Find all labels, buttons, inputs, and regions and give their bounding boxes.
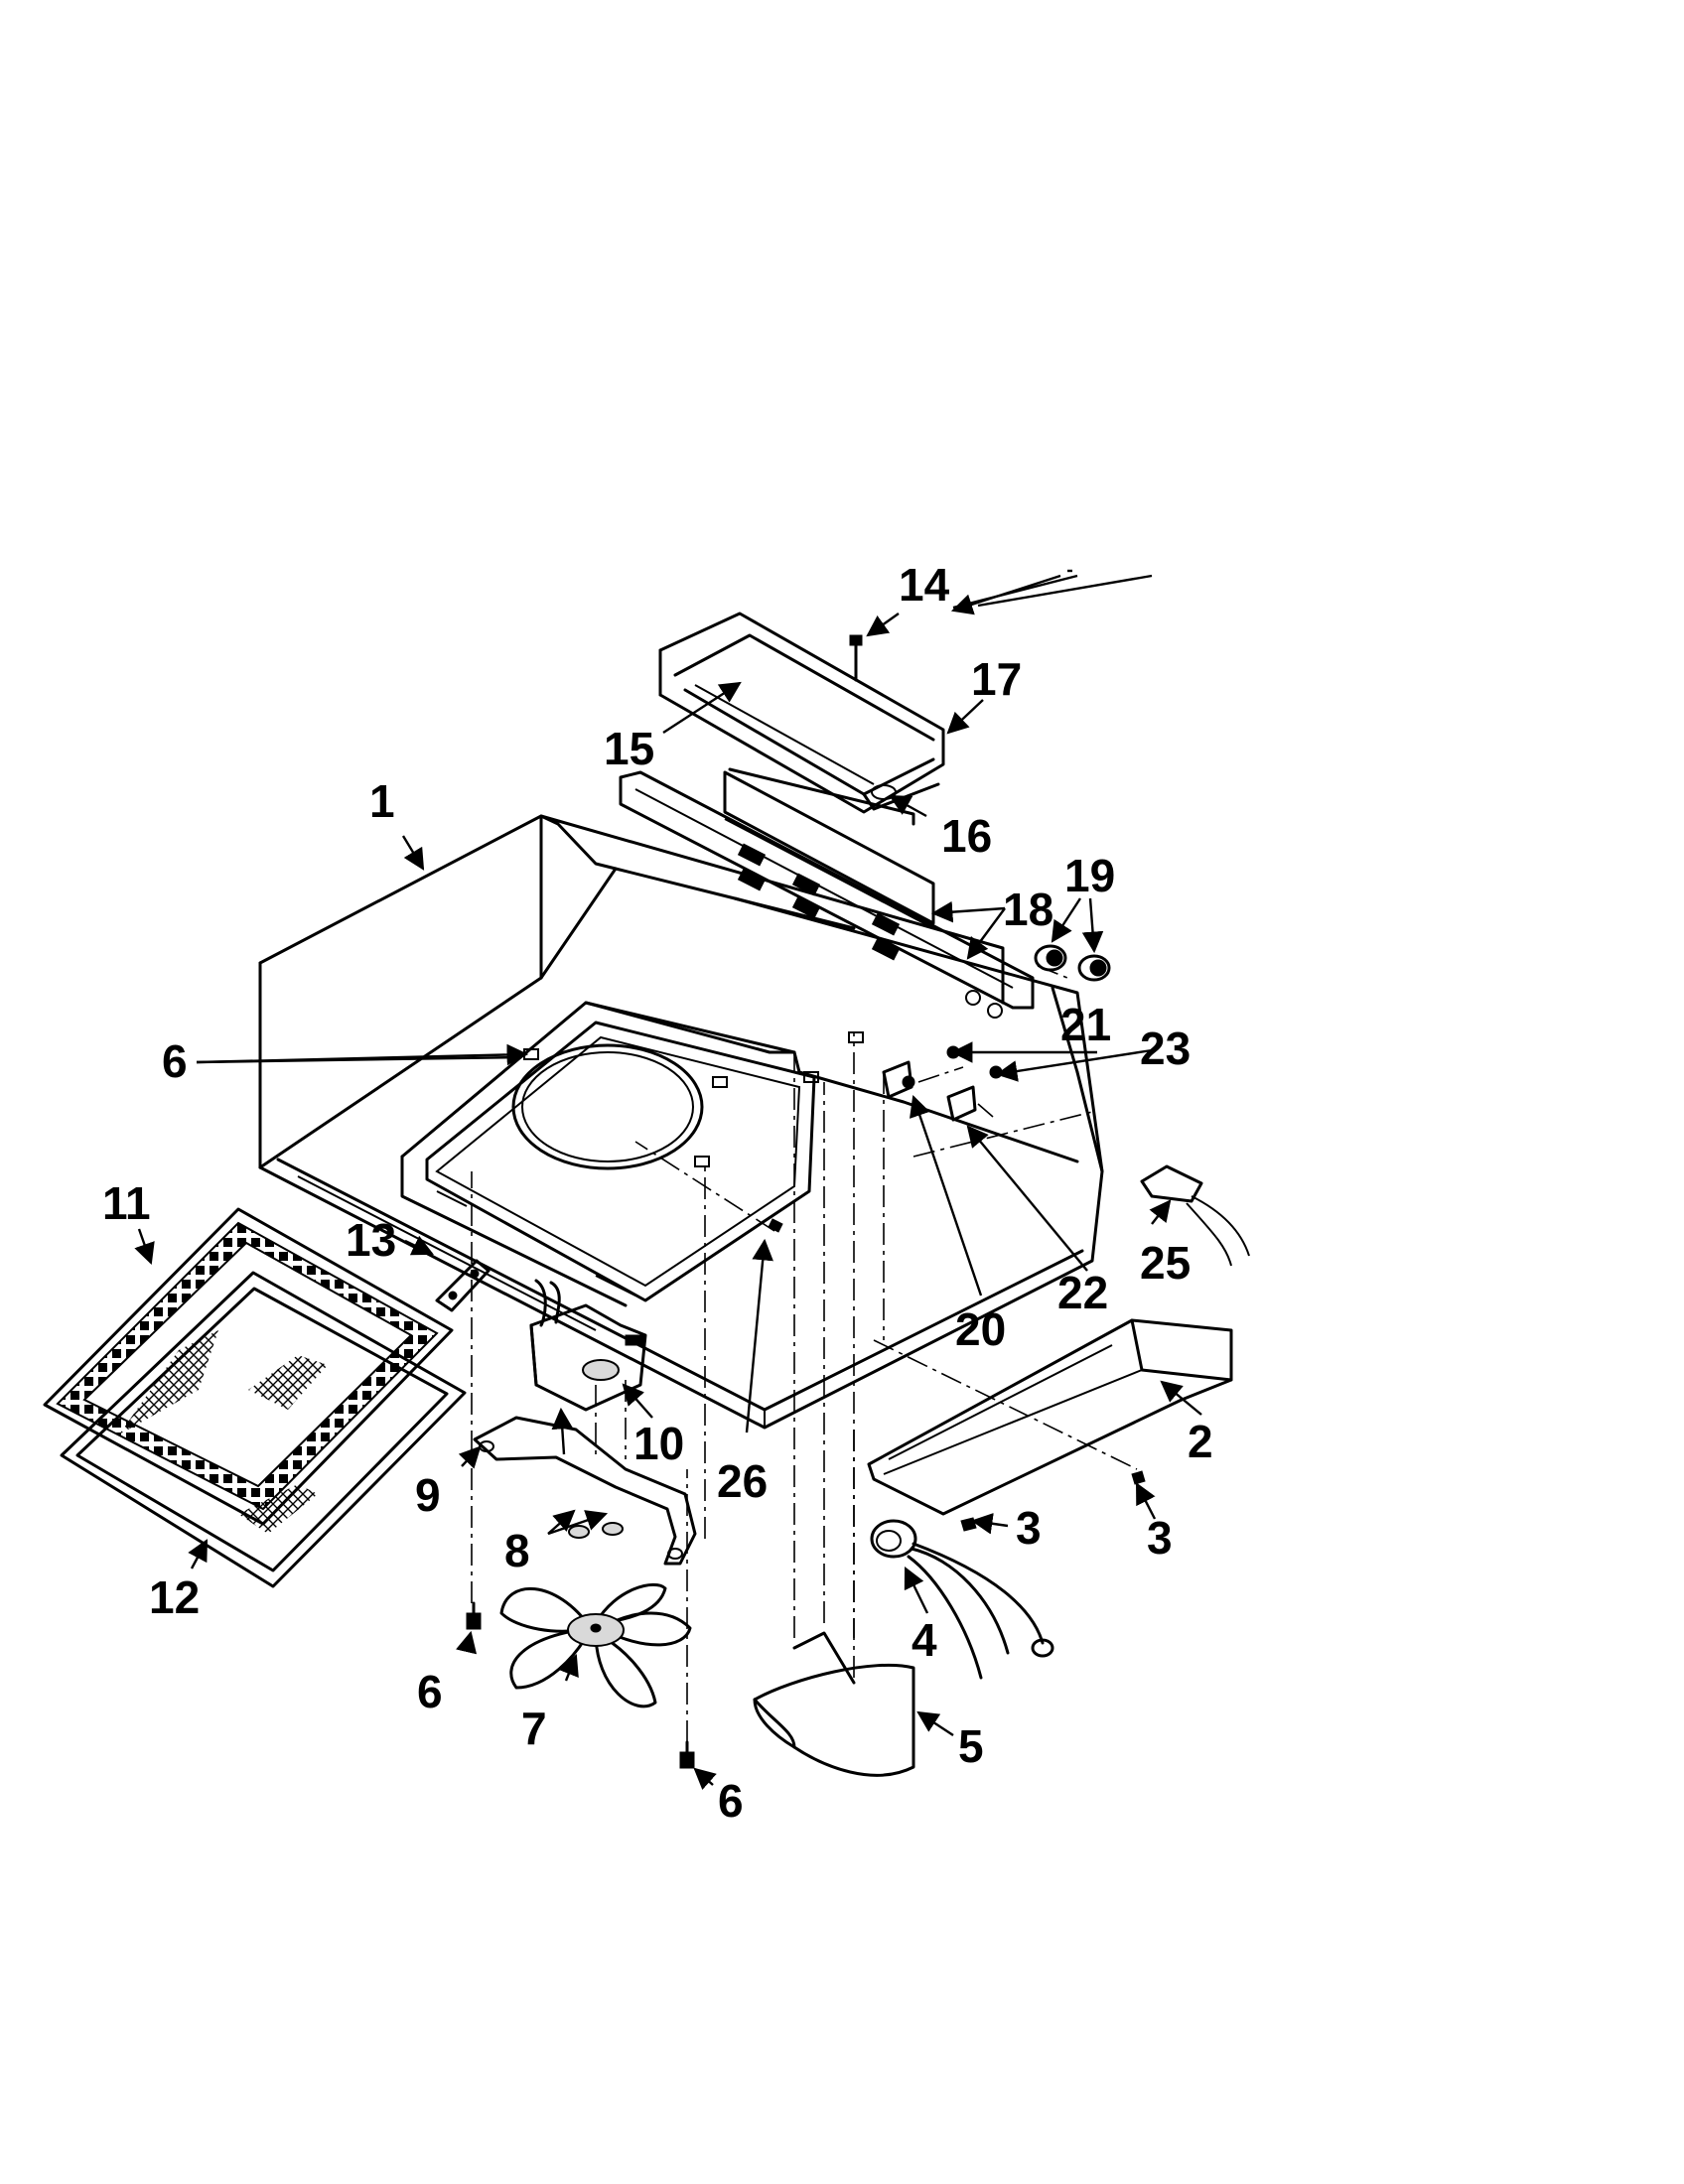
callout-15: 15 (604, 723, 654, 774)
callout-1: 1 (369, 775, 395, 827)
callout-7: 7 (521, 1703, 547, 1754)
callout-9: 9 (415, 1469, 441, 1521)
grease-filter (43, 1207, 454, 1526)
callout-21: 21 (1060, 999, 1111, 1050)
knobs (1034, 944, 1111, 982)
light-cover (867, 1318, 1233, 1516)
damper-bracket (435, 1259, 491, 1312)
callout-6-hood: 6 (162, 1035, 188, 1087)
callout-19: 19 (1064, 850, 1115, 901)
callout-3b: 3 (1147, 1512, 1173, 1564)
callout-2: 2 (1188, 1416, 1213, 1467)
callout-5: 5 (958, 1720, 984, 1772)
callout-6-left-screw: 6 (417, 1666, 443, 1717)
callout-17: 17 (971, 653, 1022, 705)
callout-13: 13 (346, 1214, 396, 1266)
callout-26: 26 (717, 1455, 768, 1507)
assembly-lines (471, 965, 1138, 1742)
callout-18: 18 (1003, 884, 1053, 935)
duct-transition (753, 1631, 915, 1777)
callout-4: 4 (912, 1614, 937, 1666)
callout-3a: 3 (1016, 1502, 1042, 1554)
fan-blade (499, 1582, 692, 1708)
range-hood-body (258, 814, 1104, 1430)
motor-assembly (529, 1279, 647, 1412)
lamp-socket (870, 1470, 1146, 1680)
callout-16: 16 (941, 810, 992, 862)
callout-12: 12 (149, 1571, 200, 1623)
top-duct-assembly (658, 612, 945, 826)
callout-22: 22 (1057, 1267, 1108, 1318)
callout-11: 11 (102, 1177, 151, 1229)
control-panel (619, 770, 1035, 1019)
callout-6-right-screw: 6 (718, 1775, 744, 1827)
callout-25: 25 (1140, 1237, 1191, 1289)
callout-labels: 1 2 3 3 4 5 6 6 6 6 7 8 9 10 11 12 13 14… (102, 559, 1213, 1827)
callout-23: 23 (1140, 1023, 1191, 1074)
callout-10: 10 (633, 1418, 684, 1469)
terminal-block (1140, 1164, 1250, 1267)
callout-20: 20 (955, 1303, 1006, 1355)
callout-8: 8 (504, 1525, 530, 1576)
callout-14: 14 (899, 559, 950, 611)
leader-lines (134, 569, 1202, 1790)
